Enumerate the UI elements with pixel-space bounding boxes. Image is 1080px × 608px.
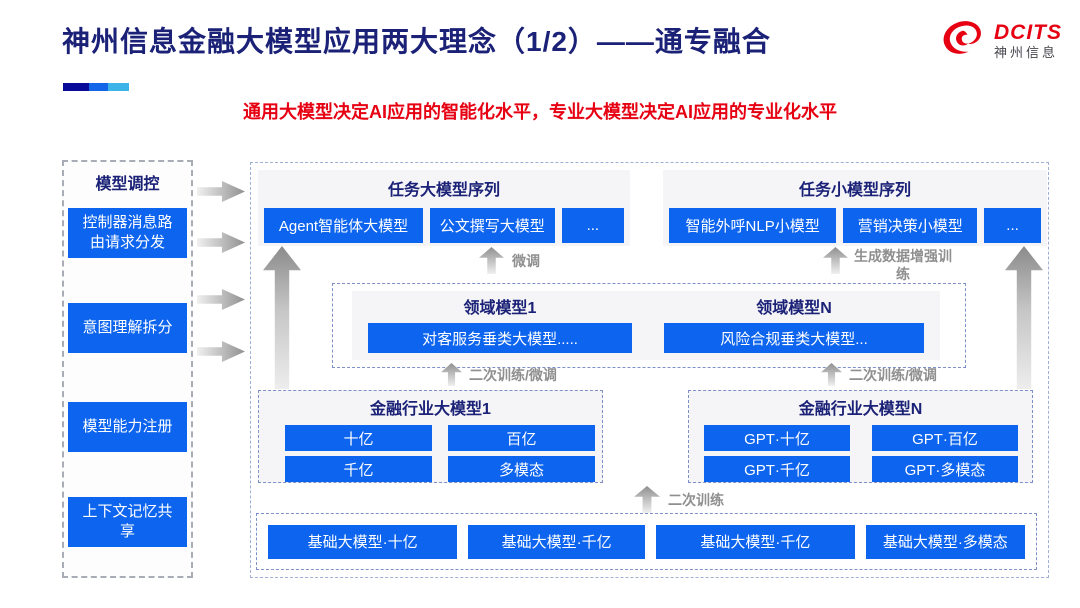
logo-wordmark: DCITS — [994, 20, 1062, 44]
base-models-group: 基础大模型·十亿 基础大模型·千亿 基础大模型·千亿 基础大模型·多模态 — [256, 513, 1037, 570]
dcits-logo: DCITS 神州信息 — [938, 16, 1062, 65]
right-arrow-icon — [197, 289, 245, 310]
right-arrow-icon — [197, 232, 245, 253]
diagram-outline — [250, 162, 1049, 578]
node-document-writing-model: 公文撰写大模型 — [429, 208, 555, 243]
gen-data-training-label: 生成数据增强训练 — [854, 248, 952, 283]
right-arrow-icon — [197, 341, 245, 362]
accent-bar — [63, 83, 129, 91]
node-gpt-multimodal: GPT·多模态 — [872, 456, 1018, 482]
accent-bar-segment-cyan — [108, 83, 129, 91]
node-outbound-nlp-model: 智能外呼NLP小模型 — [669, 208, 837, 243]
node-ten-billion: 百亿 — [448, 425, 595, 451]
industry-model-1-title: 金融行业大模型1 — [370, 401, 491, 418]
node-gpt-hundred-billion: GPT·千亿 — [704, 456, 850, 482]
industry-model-n-group: 金融行业大模型N GPT·十亿 GPT·百亿 GPT·千亿 GPT·多模态 — [688, 390, 1033, 483]
sidebar-node-router: 控制器消息路由请求分发 — [68, 208, 187, 258]
sidebar-node-intent: 意图理解拆分 — [68, 303, 187, 353]
sidebar-node-context: 上下文记忆共享 — [68, 497, 187, 547]
logo-chinese-name: 神州信息 — [994, 44, 1059, 60]
node-base-model-multimodal: 基础大模型·多模态 — [865, 524, 1026, 559]
accent-bar-segment-blue — [89, 83, 108, 91]
node-customer-service-model: 对客服务垂类大模型..... — [368, 323, 632, 353]
node-marketing-decision-model: 营销决策小模型 — [843, 208, 978, 243]
node-gpt-ten-billion: GPT·百亿 — [872, 425, 1018, 451]
node-base-model-hundred-billion-b: 基础大模型·千亿 — [656, 524, 855, 559]
task-large-model-group: 任务大模型序列 Agent智能体大模型 公文撰写大模型 ... — [258, 170, 630, 246]
domain-model-1-group: 领域模型1 对客服务垂类大模型..... — [352, 291, 648, 360]
node-gpt-billion: GPT·十亿 — [704, 425, 850, 451]
node-risk-compliance-model: 风险合规垂类大模型... — [664, 323, 924, 353]
domain-model-1-title: 领域模型1 — [463, 300, 537, 317]
task-small-model-title: 任务小模型序列 — [798, 182, 911, 199]
page-title: 神州信息金融大模型应用两大理念（1/2）——通专融合 — [62, 26, 771, 57]
task-large-model-title: 任务大模型序列 — [387, 182, 500, 199]
node-more-large-models: ... — [561, 208, 624, 243]
node-multimodal: 多模态 — [448, 456, 595, 482]
retrain-finetune-right-label: 二次训练/微调 — [849, 367, 937, 383]
node-hundred-billion: 千亿 — [285, 456, 432, 482]
task-small-model-group: 任务小模型序列 智能外呼NLP小模型 营销决策小模型 ... — [663, 170, 1047, 246]
industry-model-1-group: 金融行业大模型1 十亿 百亿 千亿 多模态 — [258, 390, 603, 483]
model-control-title: 模型调控 — [95, 176, 160, 193]
retrain-finetune-left-label: 二次训练/微调 — [469, 367, 557, 383]
node-base-model-billion: 基础大模型·十亿 — [268, 524, 458, 559]
slide-subtitle: 通用大模型决定AI应用的智能化水平，专业大模型决定AI应用的专业化水平 — [243, 102, 837, 122]
accent-bar-segment-dark — [63, 83, 89, 91]
node-agent-large-model: Agent智能体大模型 — [264, 208, 423, 243]
node-more-small-models: ... — [984, 208, 1041, 243]
model-control-panel: 模型调控 控制器消息路由请求分发 意图理解拆分 模型能力注册 上下文记忆共享 — [62, 160, 193, 578]
domain-model-n-group: 领域模型N 风险合规垂类大模型... — [648, 291, 940, 360]
finetune-label: 微调 — [512, 253, 540, 269]
node-billion: 十亿 — [285, 425, 432, 451]
dcits-swirl-icon — [938, 16, 988, 65]
node-base-model-hundred-billion-a: 基础大模型·千亿 — [468, 524, 646, 559]
industry-model-n-title: 金融行业大模型N — [798, 401, 923, 418]
sidebar-node-capability: 模型能力注册 — [68, 402, 187, 452]
domain-model-n-title: 领域模型N — [756, 300, 832, 317]
domain-models-outline — [332, 283, 966, 368]
retrain-label: 二次训练 — [668, 492, 724, 508]
right-arrow-icon — [197, 181, 245, 202]
